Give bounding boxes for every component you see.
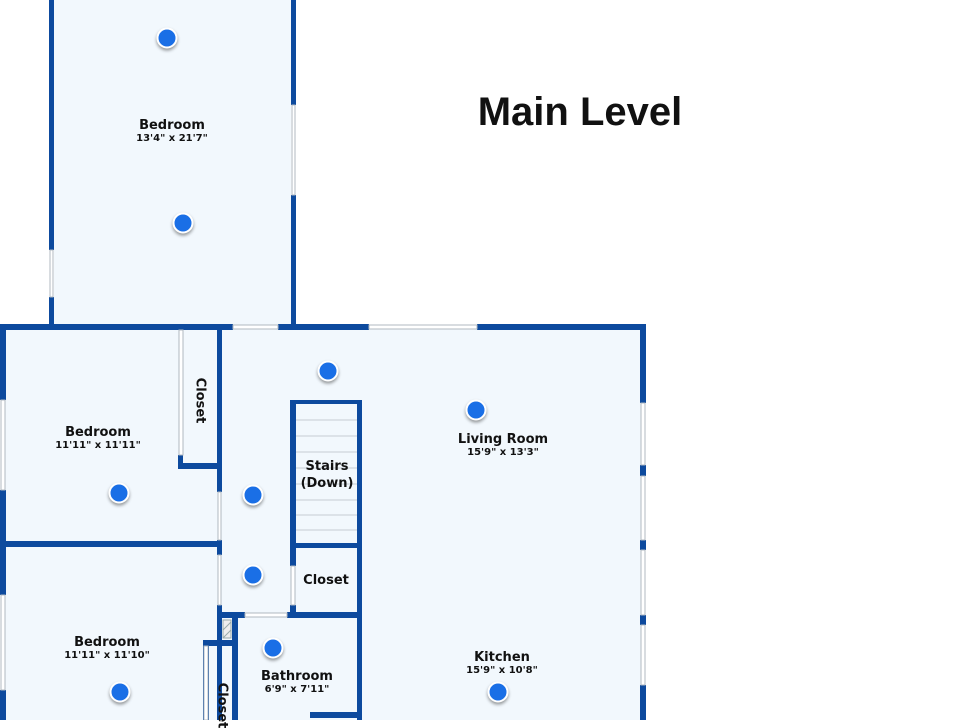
room-dims: 15'9" x 13'3"	[467, 447, 539, 458]
room-dims: 13'4" x 21'7"	[136, 133, 208, 144]
view-marker[interactable]	[242, 564, 264, 586]
view-marker[interactable]	[108, 482, 130, 504]
room-name: Stairs (Down)	[300, 459, 354, 491]
room-name: Closet	[214, 682, 230, 728]
room-name: Bedroom	[139, 118, 205, 133]
view-marker[interactable]	[109, 681, 131, 703]
stairs-treads	[296, 419, 357, 531]
room-dims: 15'9" x 10'8"	[466, 665, 538, 676]
room-label-closet-2: Closet	[303, 573, 349, 588]
view-marker[interactable]	[242, 484, 264, 506]
view-marker[interactable]	[487, 681, 509, 703]
floor-areas	[4, 0, 642, 720]
view-marker[interactable]	[156, 27, 178, 49]
room-name: Bedroom	[65, 425, 131, 440]
room-dims: 11'11" x 11'11"	[55, 440, 141, 451]
level-title: Main Level	[477, 90, 683, 134]
room-label-closet-3: Closet	[215, 683, 230, 728]
room-name: Kitchen	[474, 650, 530, 665]
view-marker[interactable]	[172, 212, 194, 234]
hatched-area	[222, 619, 232, 639]
room-name: Closet	[192, 377, 208, 424]
room-dims: 11'11" x 11'10"	[64, 650, 150, 661]
room-dims: 6'9" x 7'11"	[264, 684, 330, 695]
view-marker[interactable]	[262, 637, 284, 659]
room-name: Closet	[303, 573, 349, 588]
room-name: Bedroom	[74, 635, 140, 650]
room-name: Bathroom	[261, 669, 333, 684]
room-label-closet-1: Closet	[193, 378, 208, 424]
room-label-stairs: Stairs (Down)	[301, 458, 354, 492]
view-marker[interactable]	[317, 360, 339, 382]
view-marker[interactable]	[465, 399, 487, 421]
windows-doors	[0, 104, 646, 720]
room-name: Living Room	[457, 432, 549, 447]
